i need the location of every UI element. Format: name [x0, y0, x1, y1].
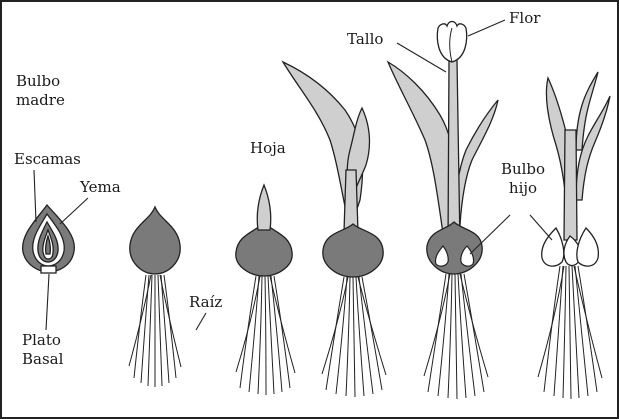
- label-flor: Flor: [509, 9, 540, 28]
- yema-leader: [60, 198, 88, 224]
- escamas-leader: [34, 170, 36, 222]
- flor-leader: [468, 20, 505, 36]
- stage-5-bulb-body: [427, 222, 482, 274]
- stage-6-stem: [564, 130, 577, 240]
- raiz-leader: [196, 313, 206, 330]
- label-hoja: Hoja: [250, 139, 286, 158]
- stage-3-leaf-tip: [257, 185, 271, 230]
- label-bulbo-madre: Bulbo madre: [16, 72, 76, 110]
- stage-5-roots: [424, 274, 488, 399]
- stage-4-roots: [322, 277, 386, 397]
- label-raiz: Raíz: [189, 293, 222, 312]
- stage-5-leaf-left: [388, 62, 455, 240]
- stage-2-bulb-body: [130, 207, 180, 274]
- label-plato-basal: Plato Basal: [22, 331, 72, 369]
- stage-6-plant: [538, 72, 610, 399]
- stage-3-bulb: [236, 185, 295, 395]
- label-tallo: Tallo: [347, 30, 383, 49]
- stage-2-roots: [129, 275, 181, 387]
- stage-5-flower: [437, 22, 466, 63]
- stage-4-stem: [344, 170, 358, 232]
- stage-3-roots: [236, 276, 295, 395]
- bulb-cross-section: [23, 205, 75, 273]
- stage-6-daughter-bulb-left: [542, 228, 564, 266]
- bulbo-hijo-leader-right: [530, 215, 552, 240]
- stage-5-plant: [388, 22, 498, 400]
- stage-6-daughter-bulb-right: [577, 228, 599, 266]
- label-escamas: Escamas: [14, 150, 81, 169]
- stage-6-roots: [538, 266, 602, 399]
- plato-basal-leader: [46, 274, 49, 330]
- stage-5-leaf-right: [454, 100, 498, 225]
- stage-5-stem: [448, 60, 460, 245]
- label-yema: Yema: [80, 178, 121, 197]
- stage-4-plant: [283, 62, 386, 397]
- stage-2-bulb: [129, 207, 181, 387]
- stage-4-bulb-body: [323, 224, 383, 277]
- cross-section-basal-plate: [41, 266, 56, 273]
- label-bulbo-hijo: Bulbo hijo: [499, 160, 547, 198]
